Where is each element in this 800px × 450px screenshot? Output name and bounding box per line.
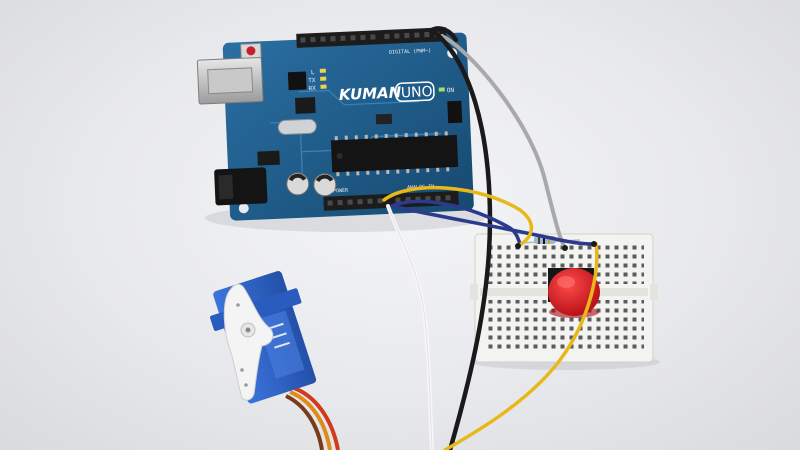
l-label: L [311,69,315,76]
wires [382,26,599,450]
board-brand: KUMAN [339,83,403,104]
dc-power-jack-icon [214,167,268,206]
capacitor [286,172,310,196]
wire-gray [440,34,567,250]
digital-header-label: DIGITAL (PWM~) [389,48,431,56]
tx-label: TX [308,77,316,84]
voltage-regulator [257,150,280,166]
arduino-board: TX RX L ON DIGITAL (PWM~) POWER ANALOG I… [196,27,474,221]
tx-led [320,76,327,81]
on-led [438,87,445,92]
pcb [222,32,474,221]
rx-led [320,84,327,89]
reset-button-icon [240,42,262,59]
mounting-hole [238,203,249,214]
model-frame [394,81,435,103]
crystal-oscillator [277,118,317,135]
usb-port-icon [196,56,264,105]
icsp-header [287,71,307,91]
wire-black [429,27,493,450]
icsp-header [447,100,463,124]
on-label: ON [447,87,455,94]
servo-motor [210,271,340,450]
microcontroller-chip [330,134,459,173]
wire-yellow [382,185,534,248]
servo-horn [223,283,274,401]
l-led [319,68,326,73]
power-header-label: POWER [333,188,349,195]
capacitor [313,173,337,197]
jumper [375,113,393,125]
power-analog-header [323,190,459,211]
usb-serial-chip [294,97,316,114]
board-model: UNO [401,84,433,101]
pcb-trace [298,89,420,106]
rx-label: RX [308,85,316,92]
